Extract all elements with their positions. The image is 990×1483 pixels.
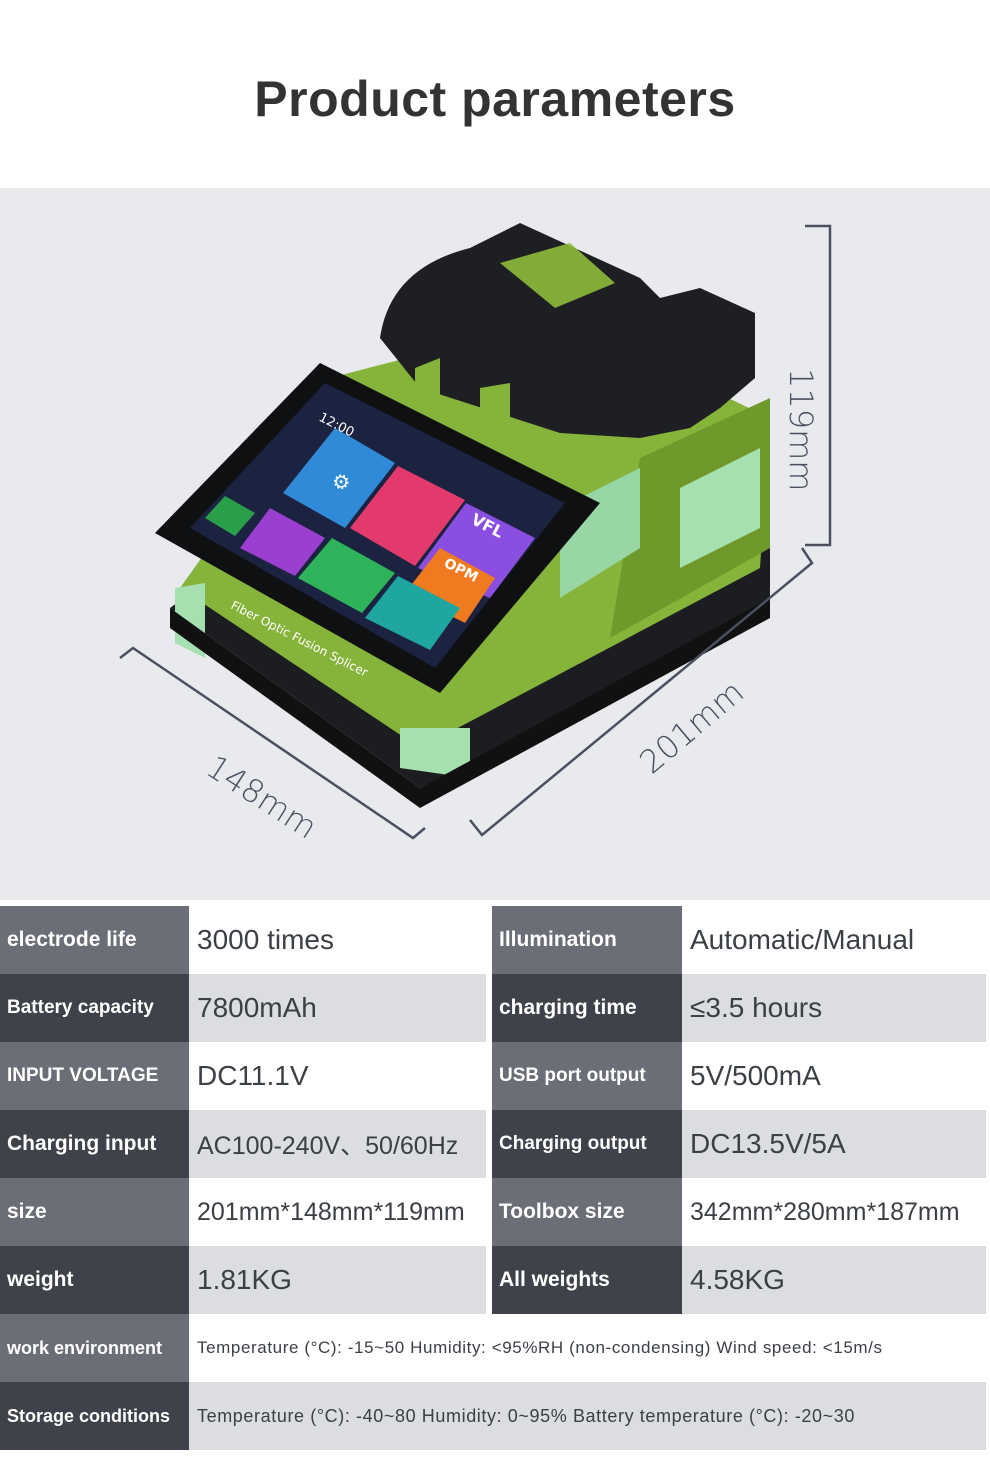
param-label: weight [0,1246,189,1314]
param-value: 1.81KG [189,1246,486,1314]
param-value: Temperature (°C): -40~80 Humidity: 0~95%… [189,1382,986,1450]
param-label: INPUT VOLTAGE [0,1042,189,1110]
param-value: 342mm*280mm*187mm [682,1178,986,1246]
table-row: electrode life 3000 times Illumination A… [0,906,986,974]
param-label: USB port output [492,1042,682,1110]
tile-gear [283,428,395,528]
param-label: Storage conditions [0,1382,189,1450]
dimension-lines [119,224,832,840]
param-value: 7800mAh [189,974,486,1042]
param-label: charging time [492,974,682,1042]
column-gap [486,1042,492,1110]
param-value: ≤3.5 hours [682,974,986,1042]
table-row: Battery capacity 7800mAh charging time ≤… [0,974,986,1042]
param-value: 4.58KG [682,1246,986,1314]
height-label: 119mm [782,368,820,492]
param-label: Illumination [492,906,682,974]
column-gap [486,1110,492,1178]
bottom-rail-side [420,598,770,808]
param-value: DC11.1V [189,1042,486,1110]
table-row: INPUT VOLTAGE DC11.1V USB port output 5V… [0,1042,986,1110]
tile-doc [298,538,395,613]
parameter-table: electrode life 3000 times Illumination A… [0,906,986,1450]
param-value: 3000 times [189,906,486,974]
param-label: Toolbox size [492,1178,682,1246]
fusion-splicer-illustration: 12:00 ⚙ VFL OPM Fiber Optic Fusion Splic… [119,223,832,840]
param-label: electrode life [0,906,189,974]
param-label: Charging output [492,1110,682,1178]
screen-tiles [205,428,535,650]
hood-hinge-left [415,358,440,428]
tile-grid [205,496,255,536]
param-label: All weights [492,1246,682,1314]
width-dimension-line [119,646,426,840]
param-value: 201mm*148mm*119mm [189,1178,486,1246]
hood-hinge-right [480,383,510,438]
column-gap [486,906,492,974]
tile-user [350,466,465,566]
tile-tools [365,576,460,650]
mint-bumper-side [680,448,760,568]
table-row: weight 1.81KG All weights 4.58KG [0,1246,986,1314]
height-dimension-line [805,224,832,547]
column-gap [486,1246,492,1314]
hood-shape [380,223,755,438]
param-label: work environment [0,1314,189,1382]
product-hero: 12:00 ⚙ VFL OPM Fiber Optic Fusion Splic… [0,188,990,900]
bottom-rail-front [170,608,420,808]
table-row: size 201mm*148mm*119mm Toolbox size 342m… [0,1178,986,1246]
param-value: DC13.5V/5A [682,1110,986,1178]
param-value: AC100-240V、50/60Hz [189,1110,486,1178]
table-row: Charging input AC100-240V、50/60Hz Chargi… [0,1110,986,1178]
param-label: Battery capacity [0,974,189,1042]
param-label: size [0,1178,189,1246]
length-dimension-line [469,547,814,837]
hood-window [500,243,615,308]
param-value: Temperature (°C): -15~50 Humidity: <95%R… [189,1314,986,1382]
tile-fan [240,508,325,576]
param-value: Automatic/Manual [682,906,986,974]
page-title: Product parameters [254,71,736,127]
table-row: Storage conditions Temperature (°C): -40… [0,1382,986,1450]
mint-bumper-front [400,728,470,778]
column-gap [486,974,492,1042]
table-row: work environment Temperature (°C): -15~5… [0,1314,986,1382]
param-value: 5V/500mA [682,1042,986,1110]
column-gap [486,1178,492,1246]
param-label: Charging input [0,1110,189,1178]
